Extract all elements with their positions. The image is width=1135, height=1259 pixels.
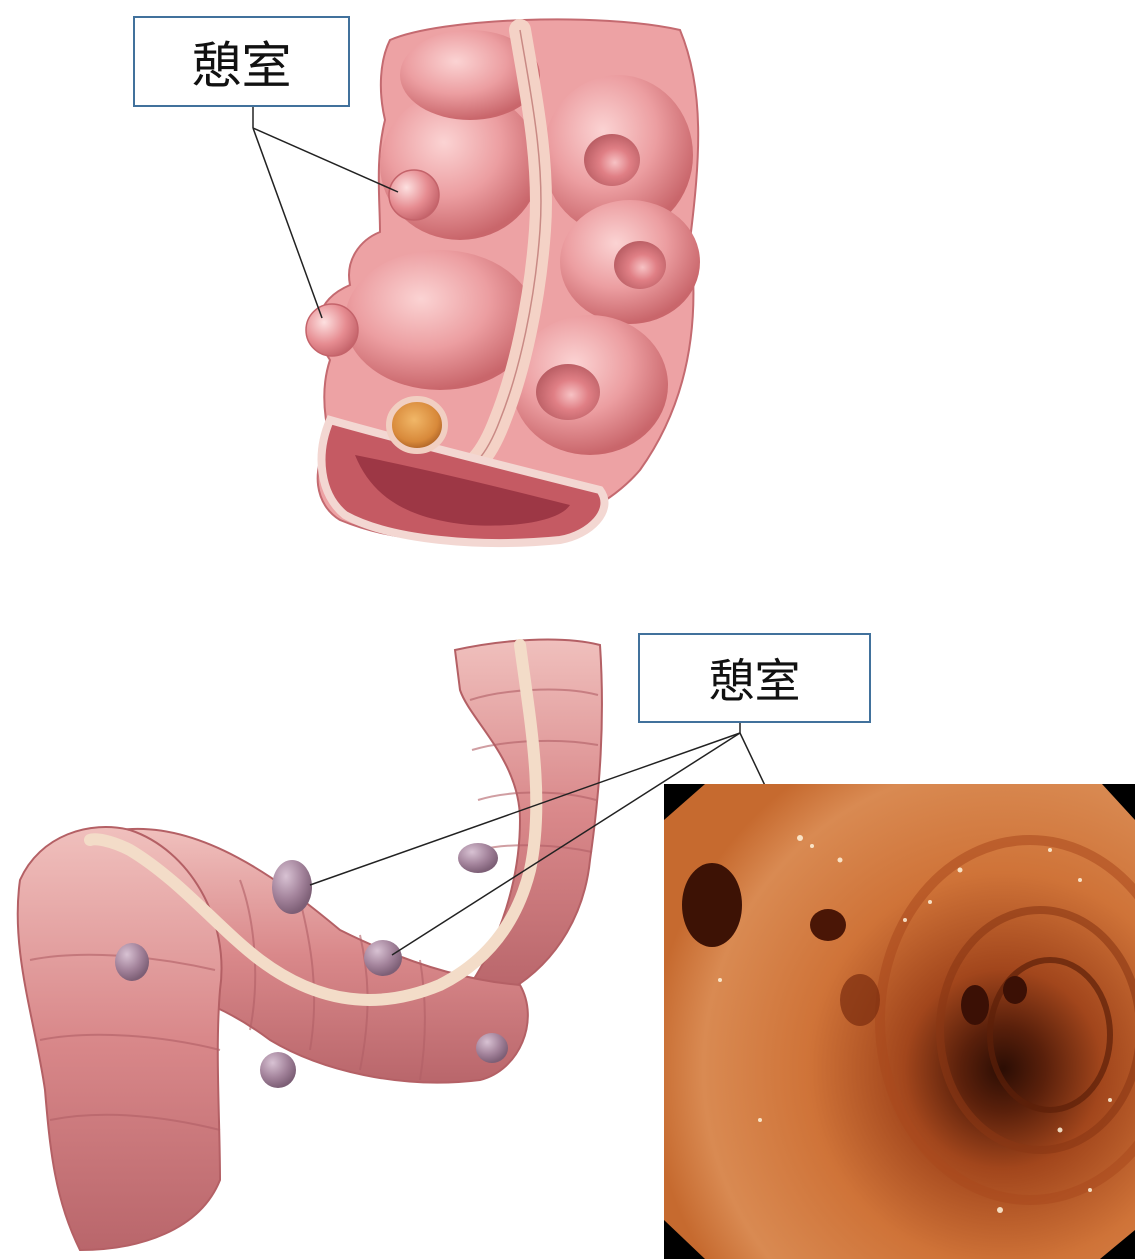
diverticulum-opening: [961, 985, 989, 1025]
diverticulum-label-bottom: 憩室: [638, 633, 871, 723]
diverticulum-opening: [1003, 976, 1027, 1004]
label-text: 憩室: [192, 26, 292, 98]
label-text: 憩室: [709, 645, 801, 711]
diverticulum-opening: [682, 863, 742, 947]
diverticulum-label-top: 憩室: [133, 16, 350, 107]
diverticulum-opening: [810, 909, 846, 941]
diverticulum-opening: [840, 974, 880, 1026]
endoscopy-mucosa: [664, 784, 1135, 1259]
